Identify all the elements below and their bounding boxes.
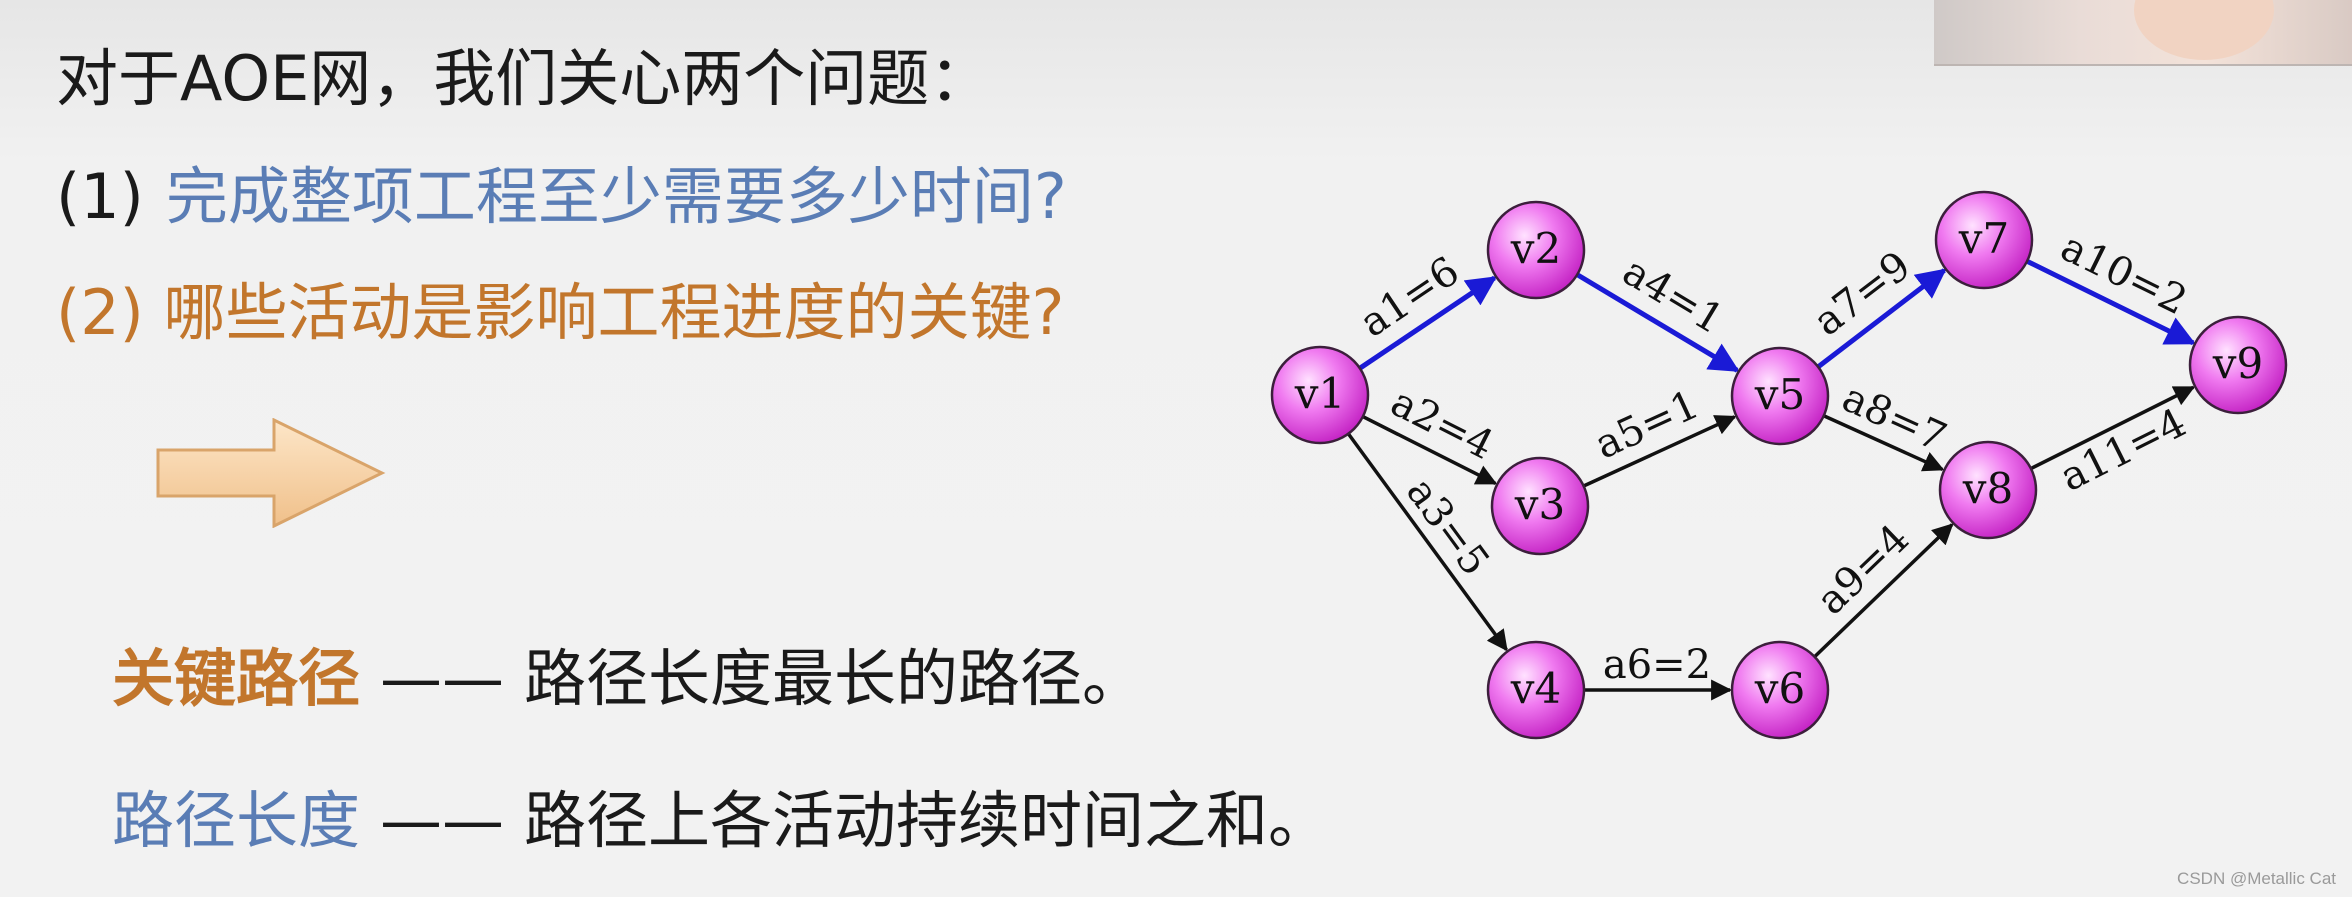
node-circle bbox=[1934, 190, 2034, 290]
node-label: v1 bbox=[1294, 369, 1345, 418]
edge-label-a7: a7=9 bbox=[1805, 243, 1919, 345]
node-label: v9 bbox=[2212, 339, 2263, 388]
node-circle bbox=[1486, 200, 1586, 300]
edge-v1-v2 bbox=[1358, 275, 1497, 371]
node-circle bbox=[1270, 345, 1370, 445]
slide-title: 对于AOE网，我们关心两个问题： bbox=[56, 42, 992, 115]
node-v5: v5 bbox=[1730, 346, 1830, 446]
edge-v5-v7 bbox=[1816, 268, 1947, 369]
question-2: (2) 哪些活动是影响工程进度的关键? bbox=[56, 276, 1065, 349]
question-1: (1) 完成整项工程至少需要多少时间? bbox=[56, 146, 1067, 236]
node-circle bbox=[1938, 440, 2038, 540]
edge-v2-v5 bbox=[1575, 272, 1740, 373]
edge-v8-v9 bbox=[2030, 385, 2196, 471]
edge-v1-v4 bbox=[1346, 432, 1508, 652]
node-label: v3 bbox=[1514, 480, 1565, 529]
node-circle bbox=[1730, 640, 1830, 740]
definition-path-length: 路径长度 —— 路径上各活动持续时间之和。 bbox=[112, 770, 1330, 860]
question-1-text: 完成整项工程至少需要多少时间? bbox=[165, 160, 1067, 233]
node-label: v7 bbox=[1958, 214, 2009, 263]
edge-v1-v3 bbox=[1362, 415, 1498, 486]
definition-dash: —— bbox=[380, 784, 505, 857]
node-circle bbox=[1490, 456, 1590, 556]
node-v4: v4 bbox=[1486, 640, 1586, 740]
edge-label-a11: a11=4 bbox=[2053, 400, 2193, 501]
right-arrow-icon bbox=[156, 418, 386, 528]
question-1-number: (1) bbox=[56, 160, 144, 233]
webcam-overlay bbox=[1934, 0, 2352, 66]
node-v7: v7 bbox=[1934, 190, 2034, 290]
definition-desc: 路径上各活动持续时间之和。 bbox=[524, 784, 1331, 857]
node-v1: v1 bbox=[1270, 345, 1370, 445]
edge-v3-v5 bbox=[1582, 415, 1737, 488]
node-circle bbox=[2188, 315, 2288, 415]
node-v6: v6 bbox=[1730, 640, 1830, 740]
definition-desc: 路径长度最长的路径。 bbox=[524, 642, 1145, 715]
definition-critical-path: 关键路径 —— 路径长度最长的路径。 bbox=[112, 628, 1144, 718]
definition-term: 关键路径 bbox=[112, 642, 361, 715]
node-circle bbox=[1730, 346, 1830, 446]
node-circle bbox=[1486, 640, 1586, 740]
edge-v7-v9 bbox=[2025, 258, 2196, 346]
definition-term: 路径长度 bbox=[112, 784, 361, 857]
node-label: v6 bbox=[1754, 664, 1805, 713]
edge-label-a6: a6=2 bbox=[1603, 642, 1711, 688]
node-v9: v9 bbox=[2188, 315, 2288, 415]
node-label: v8 bbox=[1962, 464, 2013, 513]
node-label: v2 bbox=[1510, 224, 1561, 273]
edge-v5-v8 bbox=[1823, 414, 1945, 472]
node-v2: v2 bbox=[1486, 200, 1586, 300]
node-v3: v3 bbox=[1490, 456, 1590, 556]
node-v8: v8 bbox=[1938, 440, 2038, 540]
node-label: v4 bbox=[1510, 664, 1561, 713]
watermark: CSDN @Metallic Cat bbox=[2177, 869, 2336, 888]
definition-dash: —— bbox=[380, 642, 505, 715]
edge-v6-v8 bbox=[1813, 523, 1954, 658]
node-label: v5 bbox=[1754, 370, 1805, 419]
